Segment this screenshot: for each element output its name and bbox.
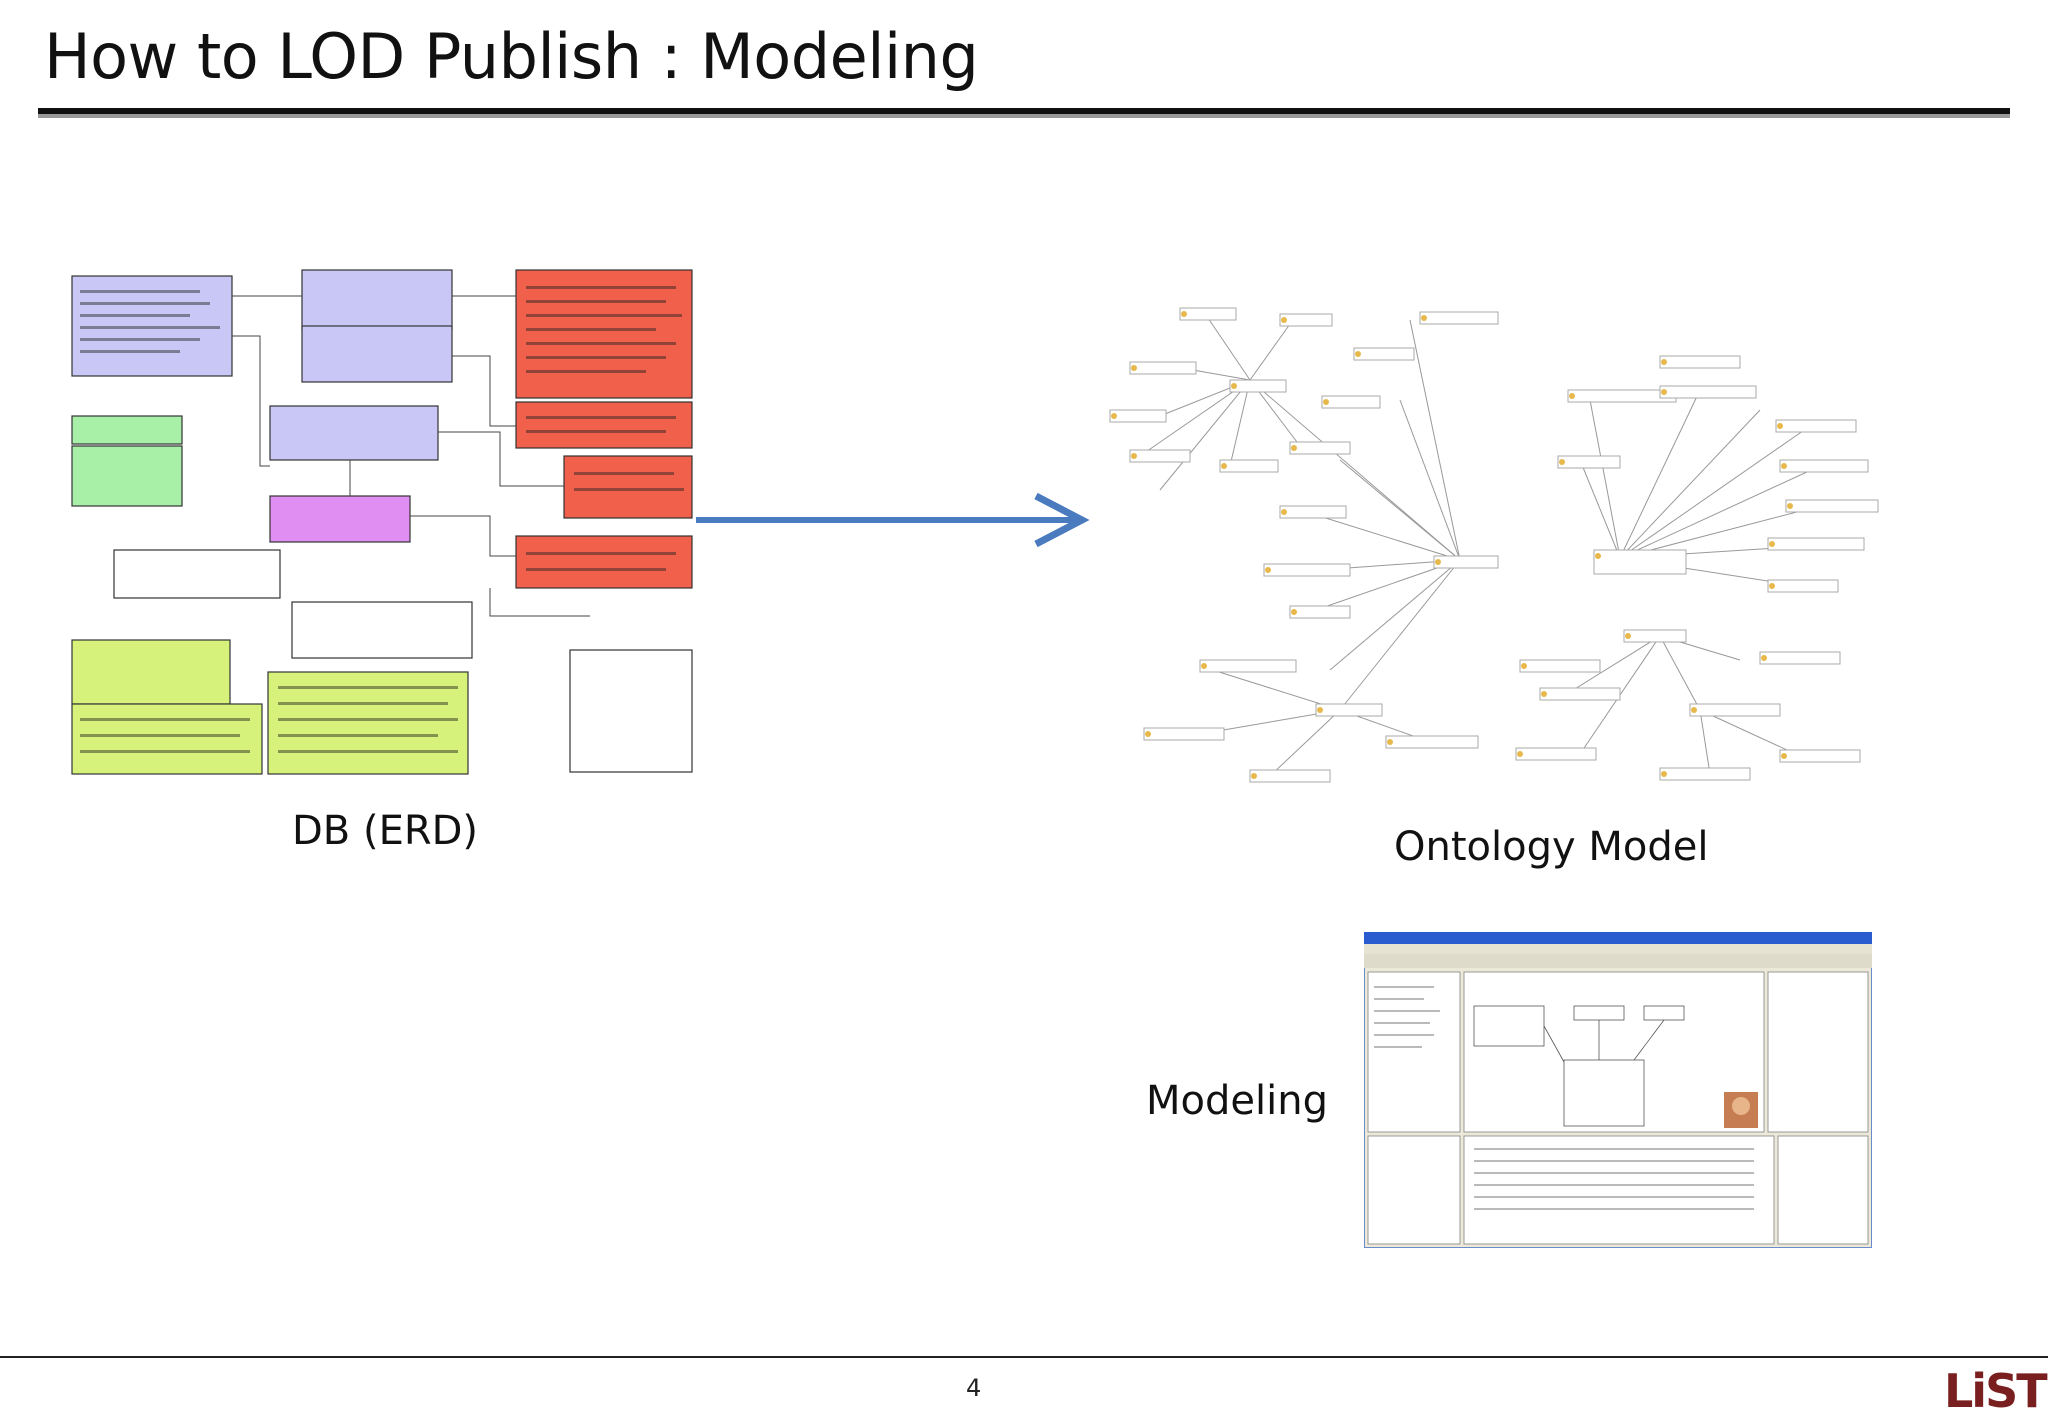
footer-rule [0,1356,2048,1358]
erd-diagram-image [70,256,700,780]
modeling-caption: Modeling [1146,1078,1328,1124]
ontology-graph-image [1109,307,1879,783]
page-number: 4 [966,1374,982,1402]
list-logo: LiST [1944,1364,2048,1418]
slide-title: How to LOD Publish : Modeling [44,20,979,93]
ontology-caption: Ontology Model [1394,824,1709,870]
title-underline-shadow [38,114,2010,118]
modeling-tool-screenshot-image [1364,932,1872,1248]
title-underline [38,108,2010,114]
right-arrow-icon [696,492,1090,548]
erd-caption: DB (ERD) [292,808,479,854]
